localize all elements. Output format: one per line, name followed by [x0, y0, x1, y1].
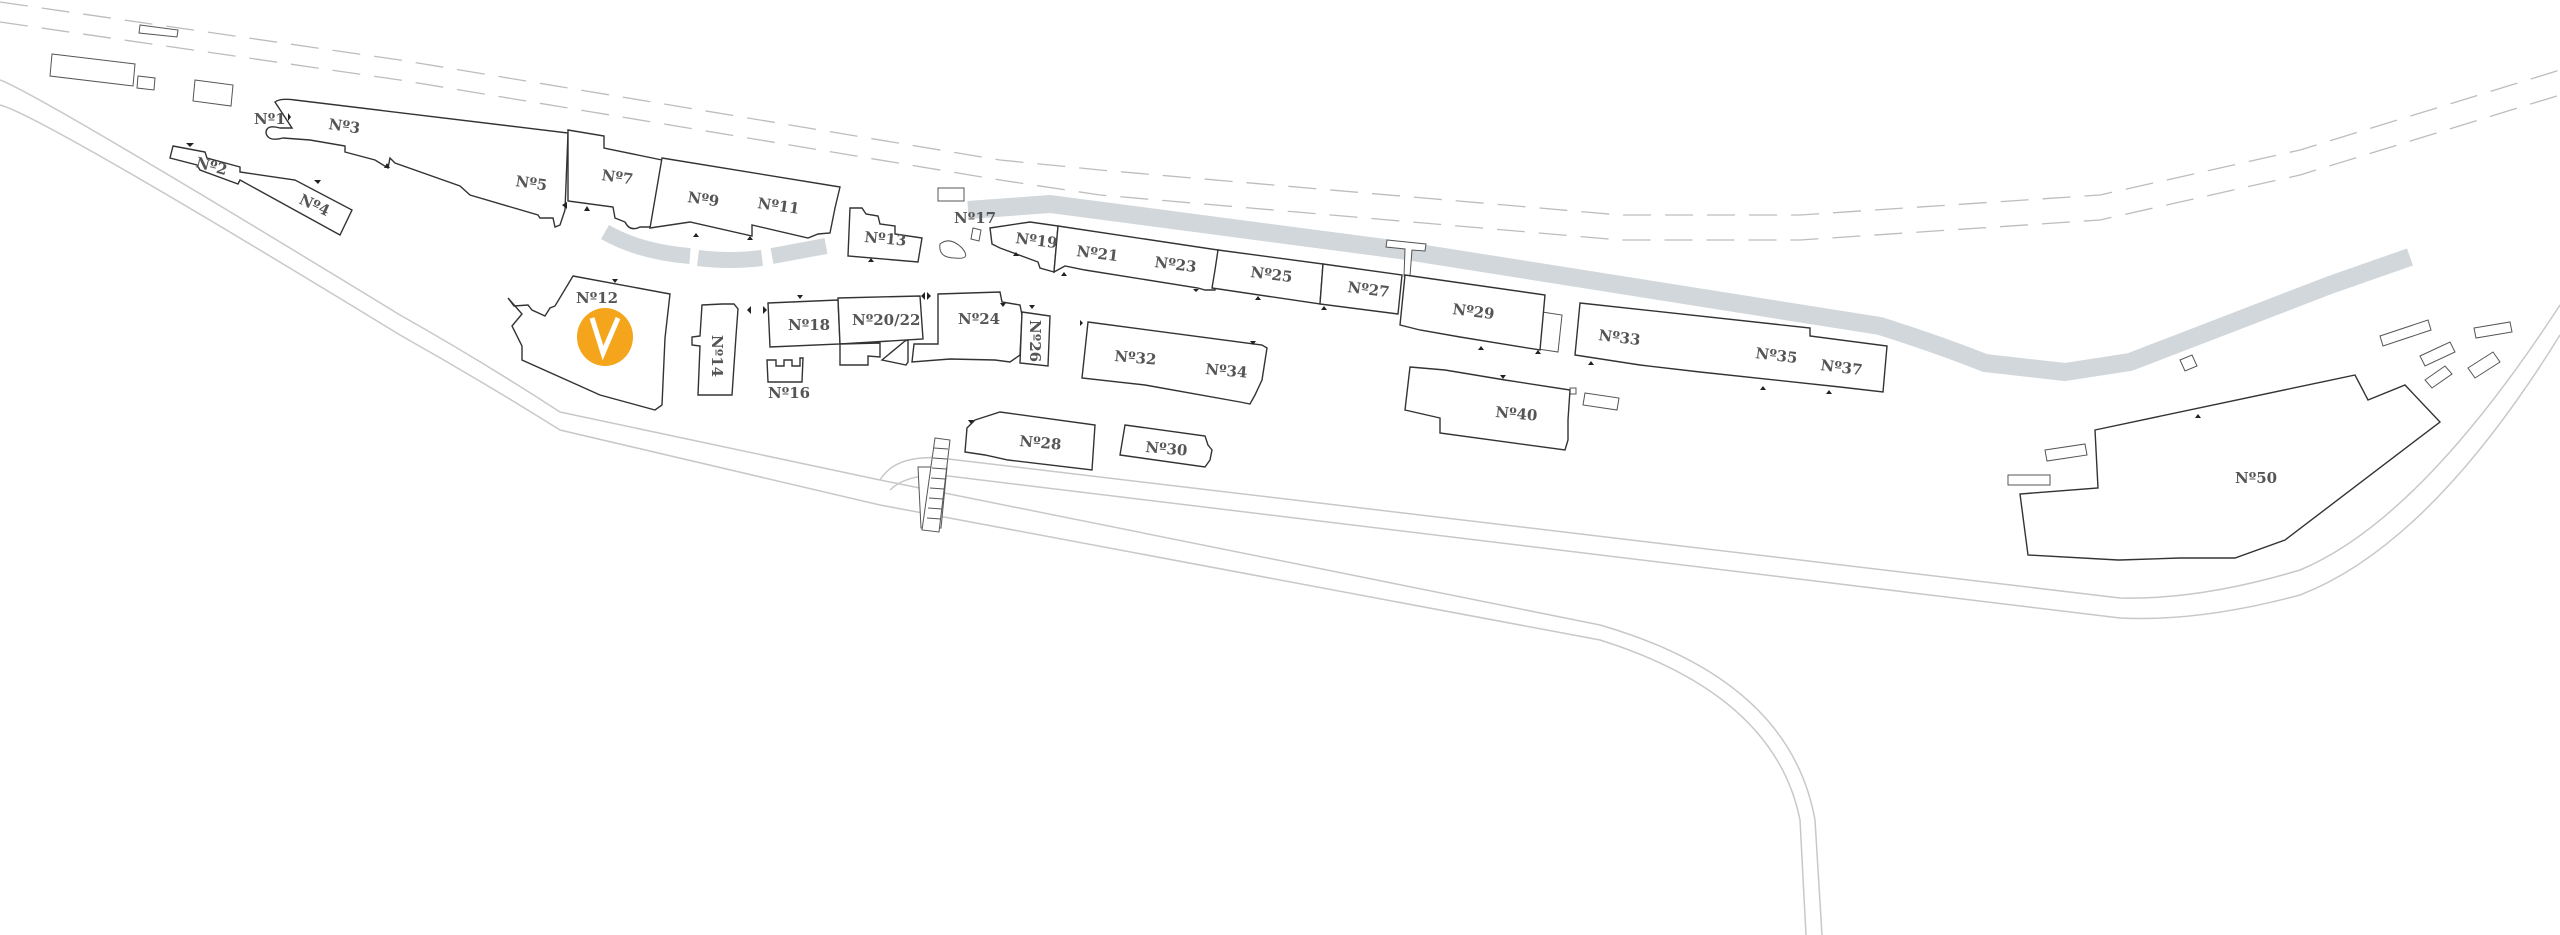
- label-n34: Nº34: [1205, 360, 1249, 382]
- building-24: [911, 291, 1023, 363]
- label-n40: Nº40: [1495, 403, 1539, 425]
- building-25: [1211, 249, 1324, 305]
- entrance-arrow-icon: [1760, 386, 1766, 390]
- walkway: [770, 238, 828, 264]
- label-n30: Nº30: [1145, 438, 1189, 460]
- entrance-arrow-icon: [584, 206, 590, 211]
- label-n11: Nº11: [756, 194, 800, 218]
- building-29: [1399, 274, 1546, 351]
- building-16: [766, 357, 804, 383]
- building-9-11: [649, 157, 841, 239]
- label-n20-22: Nº20/22: [852, 311, 920, 329]
- label-n12: Nº12: [576, 289, 618, 307]
- building-20-22: [837, 295, 924, 345]
- label-n5: Nº5: [514, 172, 548, 194]
- label-n14: Nº14: [708, 335, 726, 377]
- entrance-arrow-icon: [868, 258, 874, 262]
- entrance-arrow-icon: [1478, 346, 1484, 350]
- building-13: [847, 207, 923, 263]
- building-14: [691, 303, 739, 396]
- buildings: [169, 98, 2442, 561]
- entrance-arrow-icon: [1061, 272, 1067, 276]
- entrance-arrow-icon: [314, 180, 321, 184]
- entrance-arrow-icon: [1588, 361, 1594, 365]
- entrance-markers: [186, 113, 2201, 424]
- walkway: [967, 195, 2413, 381]
- entrance-arrow-icon: [927, 292, 931, 300]
- entrance-arrow-icon: [1013, 252, 1019, 256]
- entrance-arrow-icon: [747, 306, 751, 314]
- building-20-22-annex: [839, 339, 909, 366]
- entrance-arrow-icon: [186, 143, 194, 147]
- label-n17: Nº17: [954, 209, 996, 227]
- label-n19: Nº19: [1015, 229, 1059, 252]
- building-28: [964, 411, 1096, 471]
- label-n35: Nº35: [1755, 344, 1799, 367]
- label-n23: Nº23: [1154, 253, 1198, 276]
- dashed-road-lower: [0, 21, 2560, 241]
- label-n27: Nº27: [1347, 278, 1391, 301]
- label-n32: Nº32: [1114, 347, 1158, 369]
- entrance-arrow-icon: [1029, 305, 1035, 309]
- building-40: [1404, 366, 1571, 451]
- label-n25: Nº25: [1250, 263, 1294, 286]
- building-26: [1019, 311, 1051, 367]
- entrance-arrow-icon: [1193, 289, 1199, 292]
- entrance-arrow-icon: [1255, 296, 1261, 300]
- building-32-34: [1081, 321, 1268, 405]
- building-17-19: [989, 221, 1059, 273]
- entrance-arrow-icon: [1000, 303, 1006, 307]
- building-30: [1119, 424, 1213, 468]
- road-outline: [879, 304, 2560, 599]
- entrance-arrow-icon: [288, 113, 291, 121]
- entrance-arrow-icon: [693, 233, 699, 237]
- label-n16: Nº16: [768, 384, 810, 402]
- label-n28: Nº28: [1019, 432, 1063, 454]
- walkway: [601, 224, 691, 264]
- building-1-3-5: [265, 98, 569, 228]
- entrance-arrow-icon: [1080, 320, 1083, 326]
- label-n9: Nº9: [686, 188, 720, 210]
- label-n18: Nº18: [788, 316, 830, 334]
- entrance-arrow-icon: [384, 163, 390, 168]
- label-n21: Nº21: [1076, 242, 1120, 265]
- road-outline: [0, 79, 1823, 935]
- label-n26: Nº26: [1026, 320, 1044, 362]
- entrance-arrow-icon: [1321, 306, 1327, 310]
- entrance-arrow-icon: [763, 306, 767, 314]
- building-33-35-37: [1574, 302, 1888, 393]
- label-n2: Nº2: [194, 153, 229, 179]
- label-n50: Nº50: [2235, 469, 2277, 487]
- building-2-4: [169, 145, 353, 236]
- label-n29: Nº29: [1452, 300, 1496, 323]
- label-n13: Nº13: [864, 228, 908, 250]
- entrance-arrow-icon: [921, 292, 925, 300]
- entrance-arrow-icon: [1500, 375, 1506, 379]
- footbridge-steps: [926, 447, 949, 520]
- label-n1: Nº1: [254, 110, 286, 128]
- entrance-arrow-icon: [2195, 414, 2201, 418]
- building-27: [1319, 263, 1403, 315]
- entrance-arrow-icon: [747, 236, 753, 240]
- label-n37: Nº37: [1820, 356, 1864, 379]
- label-n3: Nº3: [327, 115, 361, 137]
- entrance-arrow-icon: [797, 295, 803, 299]
- entrance-arrow-icon: [562, 202, 567, 209]
- entrance-arrow-icon: [1535, 350, 1541, 354]
- venue-logo: V: [577, 308, 633, 366]
- entrance-arrow-icon: [1826, 390, 1832, 394]
- building-50: [2019, 374, 2442, 561]
- entrance-arrow-icon: [968, 420, 974, 424]
- label-n24: Nº24: [958, 310, 1000, 328]
- road-outline: [0, 104, 1807, 935]
- dashed-road-upper: [0, 1, 2560, 216]
- label-n7: Nº7: [600, 166, 634, 188]
- entrance-arrow-icon: [612, 279, 618, 283]
- label-n33: Nº33: [1598, 326, 1642, 349]
- entrance-arrow-icon: [1250, 341, 1256, 345]
- walkway: [697, 250, 763, 268]
